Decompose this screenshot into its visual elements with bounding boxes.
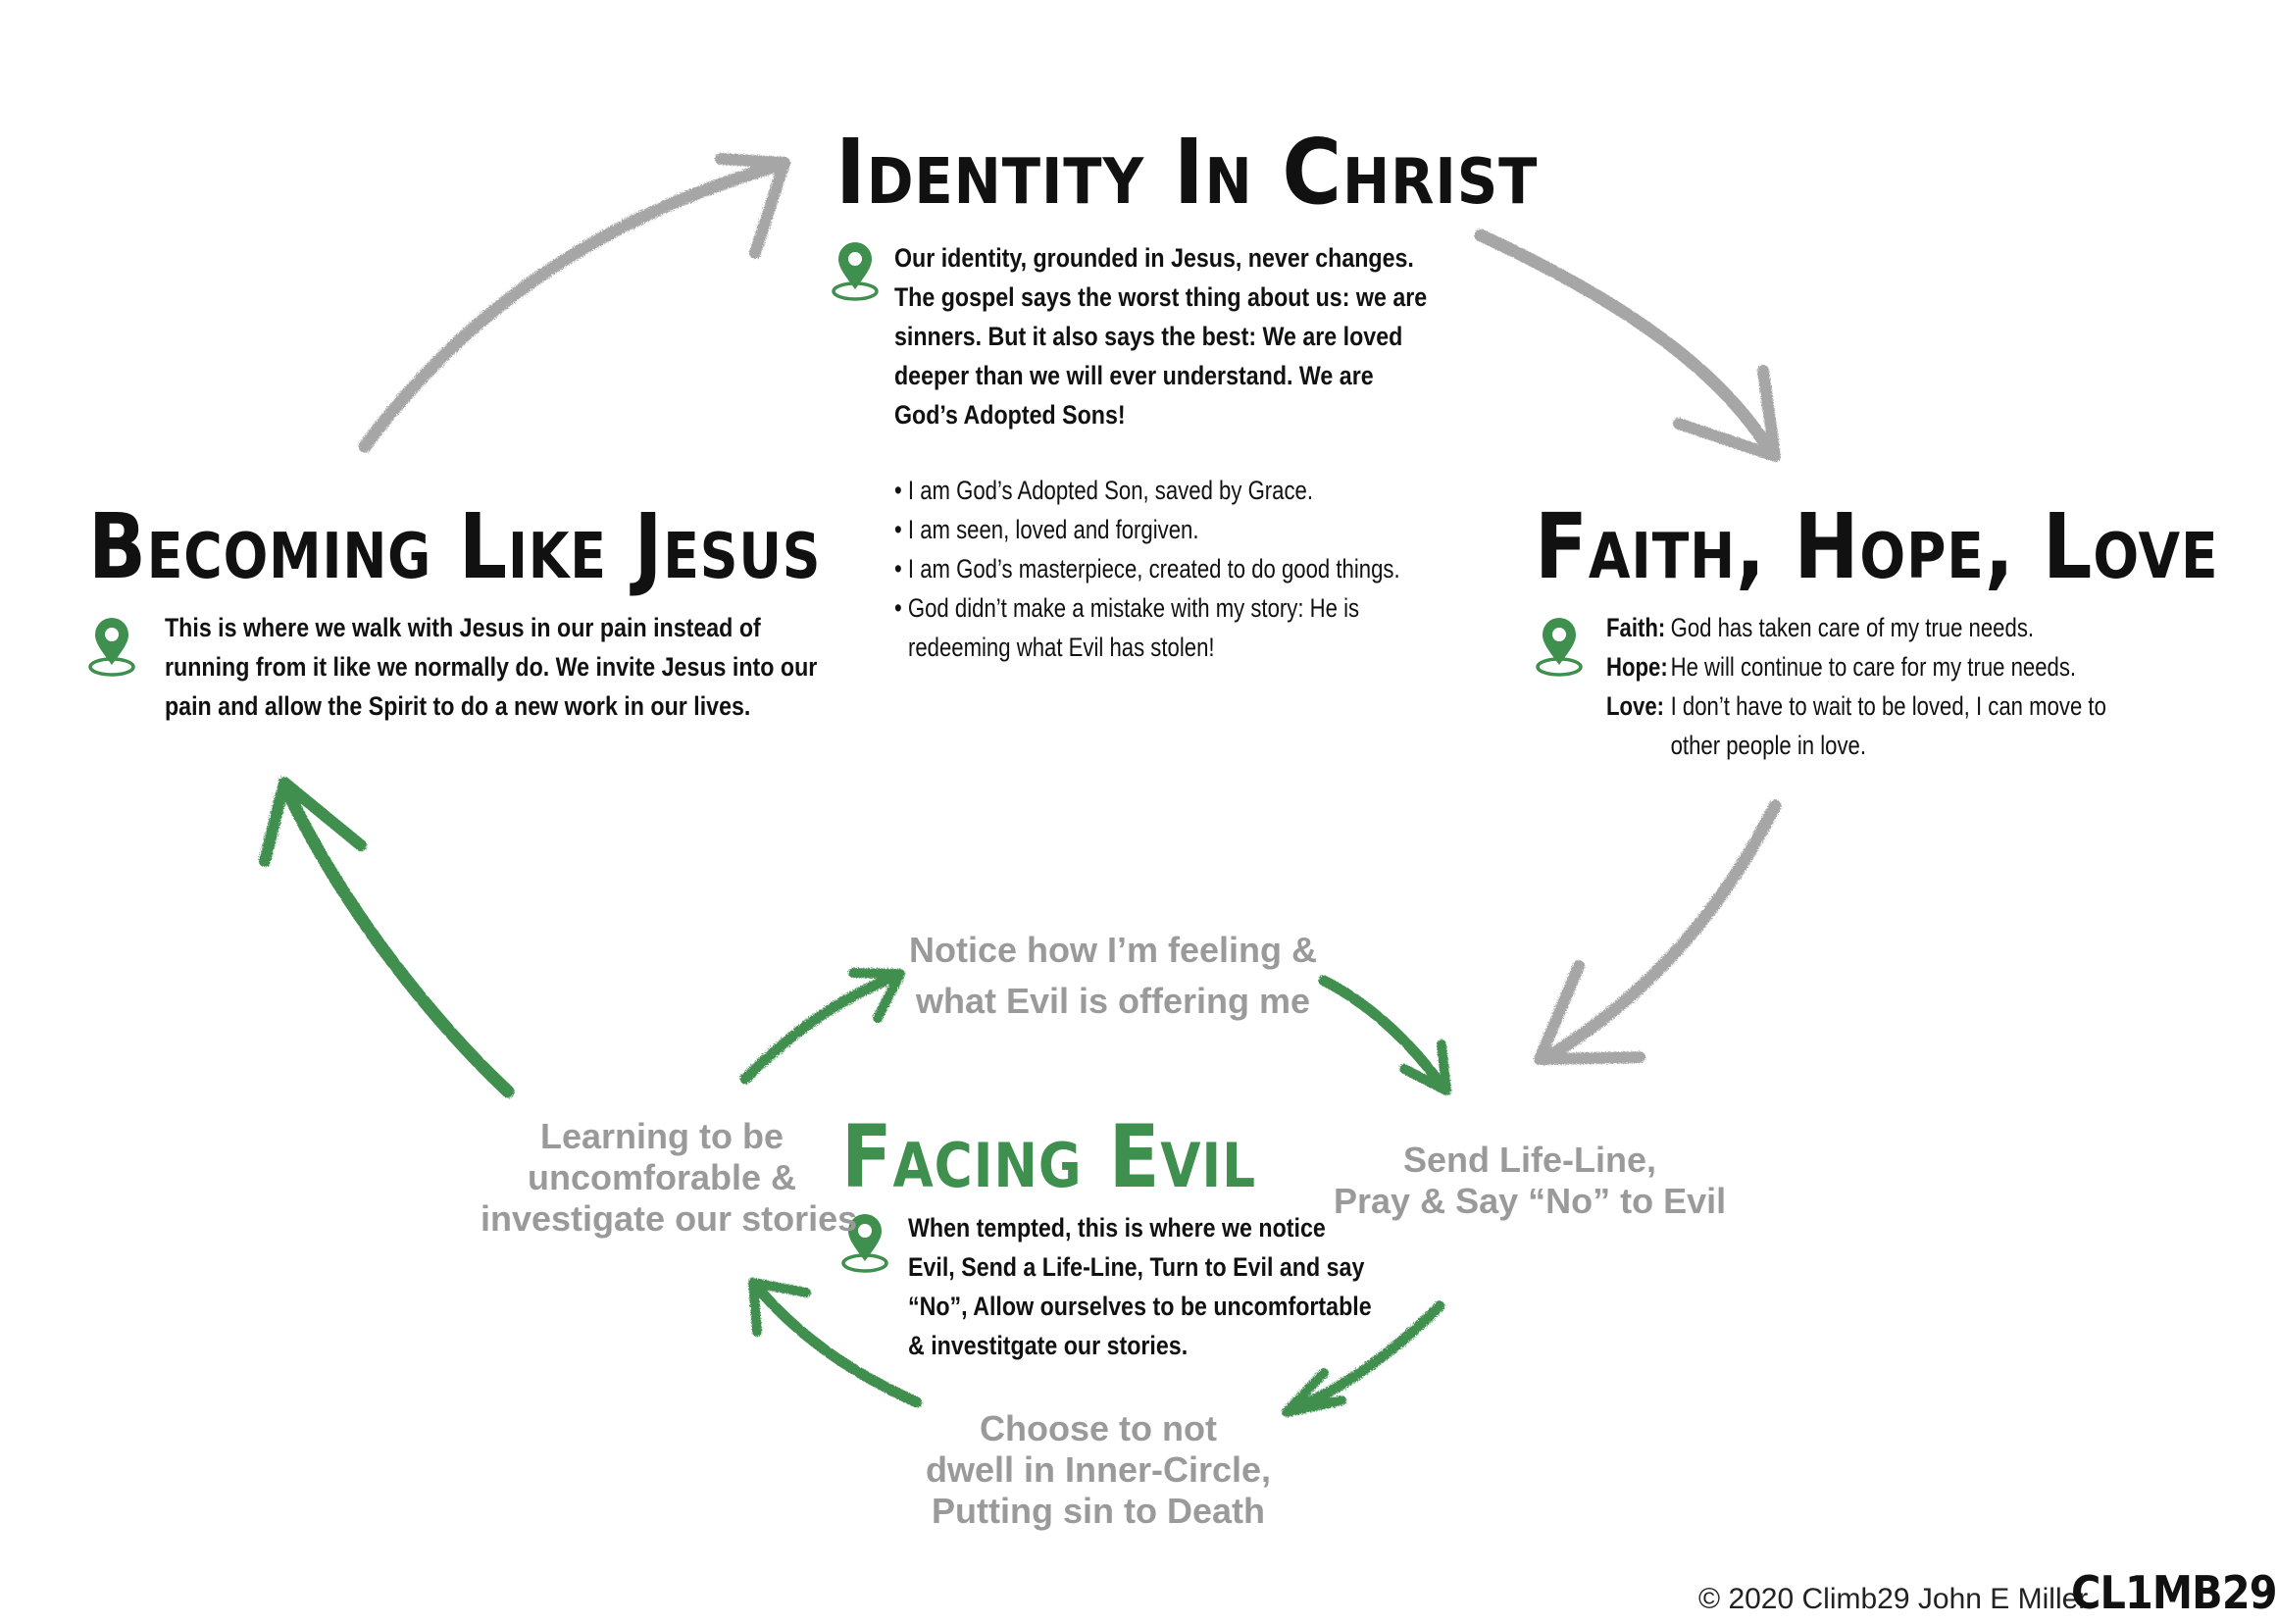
becoming-description: This is where we walk with Jesus in our …: [165, 608, 817, 726]
location-pin-icon: [1536, 618, 1583, 677]
facing-line: & investitgate our stories.: [908, 1331, 1189, 1360]
notice-line: what Evil is offering me: [915, 981, 1311, 1021]
identity-line: God’s Adopted Sons!: [894, 400, 1126, 430]
arrow-fhl-to-facing: [1538, 799, 1782, 1066]
faith-label: Faith:: [1606, 613, 1666, 642]
identity-bullets: • I am God’s Adopted Son, saved by Grace…: [894, 471, 1400, 667]
arrow-facing-to-becoming-head: [259, 777, 367, 867]
choose-line: dwell in Inner-Circle,: [925, 1449, 1272, 1490]
choose-line: Choose to not: [980, 1408, 1217, 1448]
climb29-logo: CL1MB29: [2071, 1566, 2277, 1619]
choose-line: Putting sin to Death: [932, 1491, 1265, 1531]
becoming-line: This is where we walk with Jesus in our …: [165, 613, 761, 642]
arrow-learning-to-notice-head: [848, 968, 905, 1023]
identity-bullet: redeeming what Evil has stolen!: [907, 633, 1215, 662]
love-text: I don’t have to wait to be loved, I can …: [1671, 686, 2106, 765]
fhl-title: Faith, Hope, Love: [1535, 494, 2219, 599]
arrow-notice-to-send: [1318, 975, 1449, 1094]
love-row: Love: I don’t have to wait to be loved, …: [1606, 686, 2106, 765]
facing-title: Facing Evil: [841, 1106, 1256, 1207]
facing-line: Evil, Send a Life-Line, Turn to Evil and…: [908, 1252, 1365, 1282]
notice-label: Notice how I’m feeling & what Evil is of…: [892, 930, 1334, 1022]
becoming-title: Becoming Like Jesus: [88, 494, 822, 599]
arrow-identity-to-fhl: [1474, 228, 1777, 458]
choose-label: Choose to not dwell in Inner-Circle, Put…: [912, 1408, 1285, 1532]
hope-text: He will continue to care for my true nee…: [1670, 652, 2077, 682]
location-pin-icon: [88, 618, 135, 677]
copyright-text: © 2020 Climb29 John E Miller: [1698, 1583, 2089, 1615]
send-label: Send Life-Line, Pray & Say “No” to Evil: [1334, 1140, 1726, 1222]
love-label: Love:: [1606, 691, 1665, 721]
arrow-facing-to-becoming: [278, 778, 515, 1098]
fhl-description: Faith: God has taken care of my true nee…: [1606, 608, 2106, 765]
arrow-choose-to-learning: [749, 1279, 923, 1408]
love-text-line: other people in love.: [1670, 731, 1867, 760]
facing-line: When tempted, this is where we notice: [908, 1213, 1326, 1243]
facing-line: “No”, Allow ourselves to be uncomfortabl…: [908, 1292, 1372, 1321]
arrow-becoming-to-identity: [358, 160, 782, 453]
arrow-choose-to-learning-head: [748, 1278, 811, 1337]
identity-bullet: • I am God’s masterpiece, created to do …: [894, 554, 1400, 584]
notice-line: Notice how I’m feeling &: [908, 930, 1318, 970]
arrow-identity-to-fhl-head: [1673, 365, 1781, 462]
identity-line: sinners. But it also says the best: We a…: [894, 322, 1403, 351]
location-pin-icon: [841, 1214, 888, 1273]
hope-row: Hope: He will continue to care for my tr…: [1606, 647, 2106, 686]
send-line: Pray & Say “No” to Evil: [1334, 1181, 1727, 1221]
arrow-becoming-to-identity-head: [715, 153, 790, 259]
identity-line: deeper than we will ever understand. We …: [894, 361, 1374, 390]
identity-bullet: • God didn’t make a mistake with my stor…: [894, 593, 1360, 623]
facing-description: When tempted, this is where we notice Ev…: [908, 1208, 1372, 1365]
love-text-line: I don’t have to wait to be loved, I can …: [1670, 691, 2106, 721]
learning-line: Learning to be: [539, 1116, 784, 1156]
identity-bullet: • I am God’s Adopted Son, saved by Grace…: [894, 476, 1314, 505]
arrow-fhl-to-facing-head: [1534, 960, 1645, 1065]
identity-title: Identity In Christ: [835, 120, 1539, 225]
learning-line: uncomforable &: [527, 1157, 797, 1197]
location-pin-icon: [832, 242, 879, 301]
cycle-arrows: [259, 153, 1782, 1417]
becoming-line: pain and allow the Spirit to do a new wo…: [165, 691, 751, 721]
identity-line: Our identity, grounded in Jesus, never c…: [894, 243, 1414, 273]
hope-label: Hope:: [1606, 652, 1668, 682]
becoming-line: running from it like we normally do. We …: [165, 652, 818, 682]
faith-row: Faith: God has taken care of my true nee…: [1606, 608, 2106, 647]
learning-line: investigate our stories: [481, 1198, 858, 1239]
arrow-send-to-choose: [1287, 1300, 1445, 1416]
send-line: Send Life-Line,: [1402, 1140, 1656, 1180]
identity-description: Our identity, grounded in Jesus, never c…: [894, 238, 1427, 434]
identity-bullet: • I am seen, loved and forgiven.: [894, 515, 1199, 544]
arrow-send-to-choose-head: [1282, 1368, 1346, 1417]
faith-text: God has taken care of my true needs.: [1670, 613, 2035, 642]
arrow-learning-to-notice: [739, 970, 903, 1085]
learning-label: Learning to be uncomforable & investigat…: [481, 1116, 858, 1240]
identity-line: The gospel says the worst thing about us…: [894, 282, 1428, 312]
arrow-notice-to-send-head: [1399, 1040, 1451, 1095]
